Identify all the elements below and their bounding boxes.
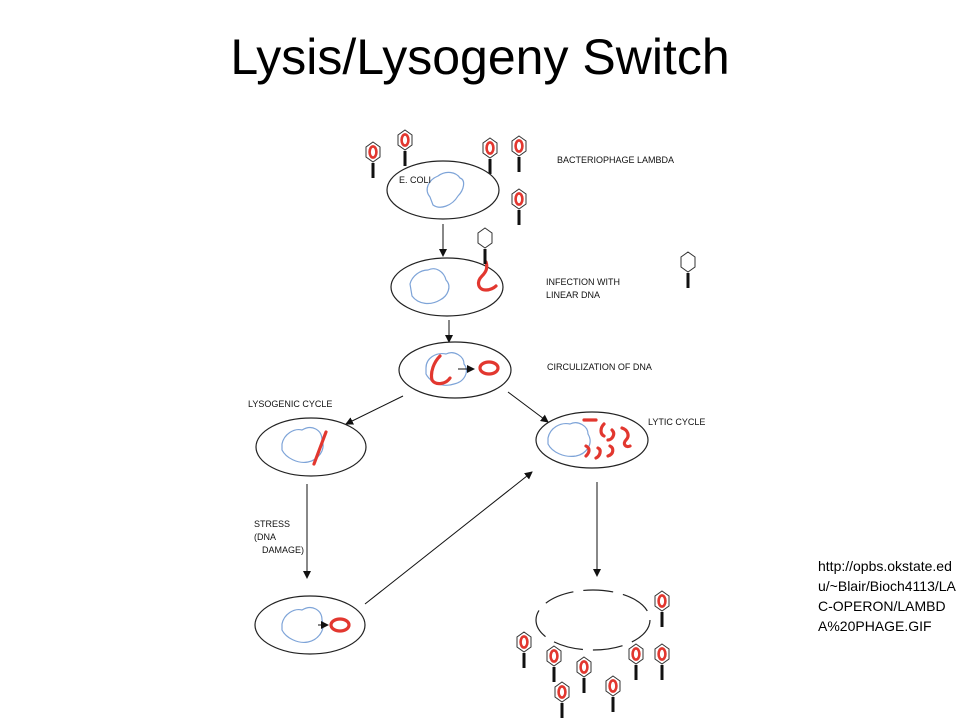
phage-icon [510,187,528,227]
arrow-to-lytic [507,391,549,423]
lysed-cell [535,589,651,651]
phage-icon [364,140,382,180]
lysogenic-label: LYSOGENIC CYCLE [248,399,332,409]
phage-icon [553,680,571,720]
phage-icon [396,128,414,168]
arrow-to-lytic [364,471,533,605]
lysogenic-cell [255,417,367,477]
phage-icon [481,136,499,176]
source-url[interactable]: http://opbs.okstate.edu/~Blair/Bioch4113… [818,558,956,634]
phage-label: BACTERIOPHAGE LAMBDA [557,155,674,165]
ecoli-cell [386,160,500,220]
stress-label-line1: STRESS [254,519,290,529]
circularization-label: CIRCULIZATION OF DNA [547,362,652,372]
phage-empty-icon [679,250,697,290]
phage-icon [604,674,622,714]
infected-cell [390,257,504,317]
stress-label-line3: DAMAGE) [262,545,304,555]
phage-icon [653,642,671,682]
infection-label-line2: LINEAR DNA [546,290,600,300]
induced-cell [254,595,366,655]
stress-label-line2: (DNA [254,532,276,542]
ecoli-label: E. COLI [399,175,431,185]
circularizing-cell [398,341,512,399]
phage-icon [515,630,533,670]
phage-icon [545,644,563,684]
slide-title: Lysis/Lysogeny Switch [230,29,730,85]
lytic-cell [535,411,649,469]
phage-icon [510,134,528,174]
phage-icon [627,642,645,682]
arrow-to-lysogenic [345,395,404,425]
phage-icon [575,655,593,695]
infection-label-line1: INFECTION WITH [546,277,620,287]
lytic-label: LYTIC CYCLE [648,417,705,427]
phage-empty-icon [476,226,494,266]
phage-icon [653,589,671,629]
